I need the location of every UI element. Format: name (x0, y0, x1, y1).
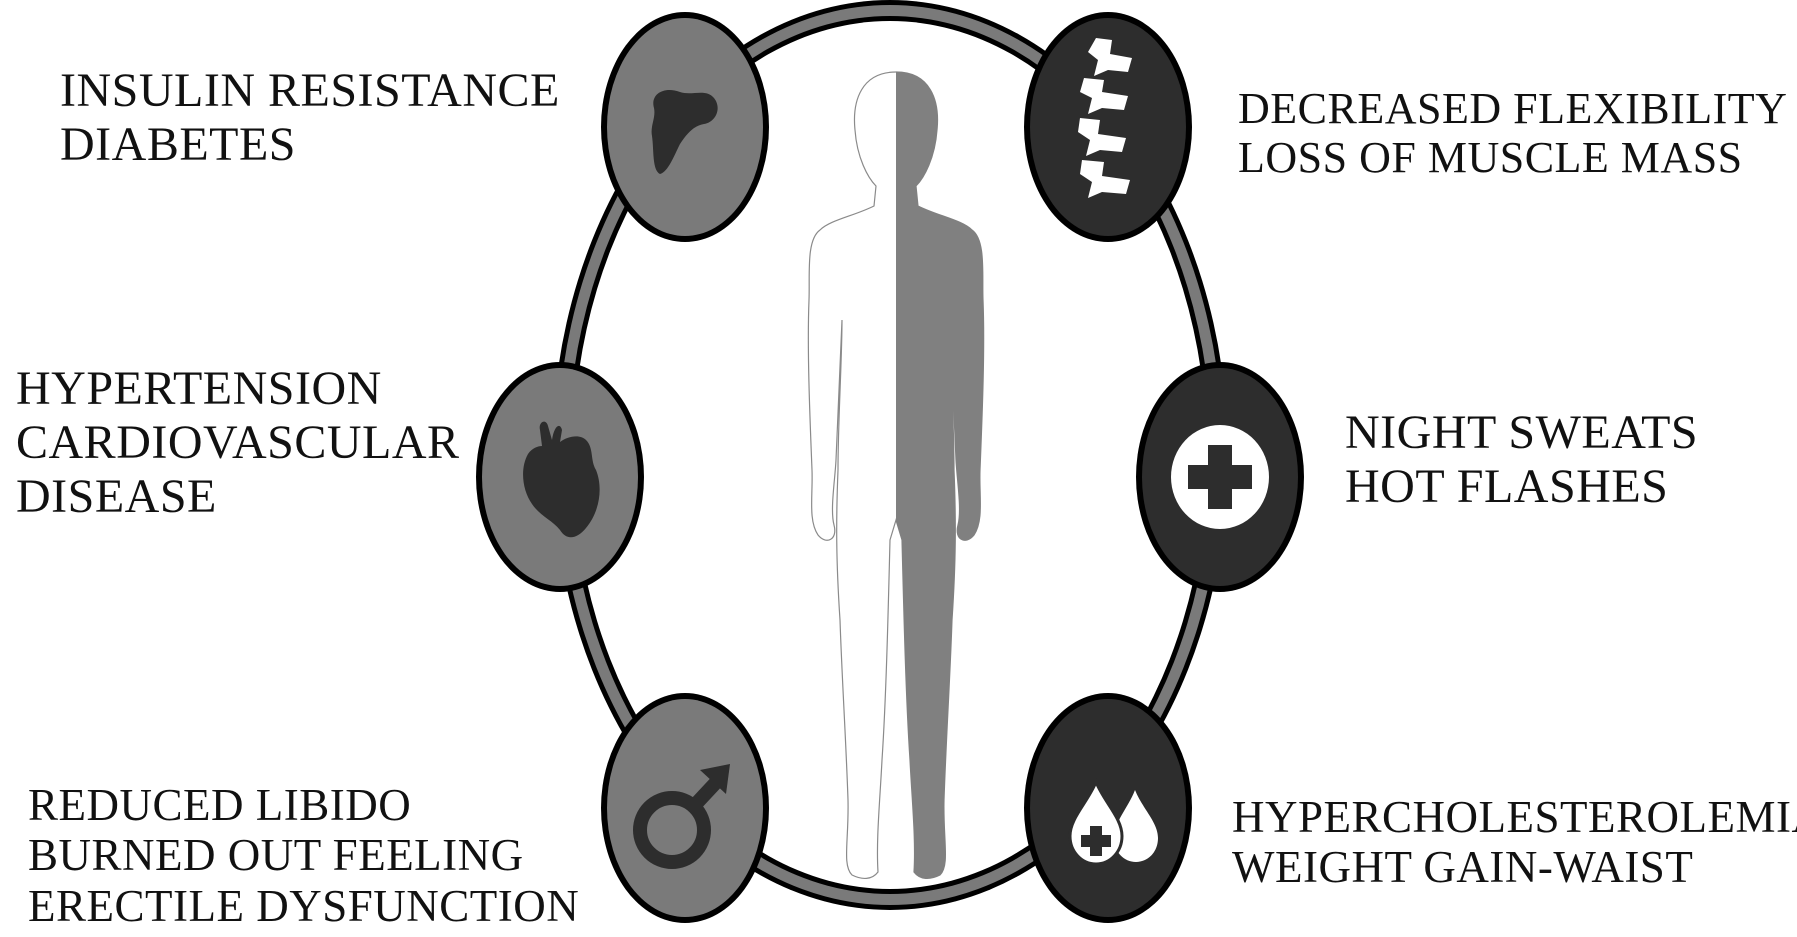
badge-bottom-right (1024, 693, 1192, 923)
label-top-left: INSULIN RESISTANCE DIABETES (60, 64, 560, 172)
label-line: DIABETES (60, 118, 560, 172)
badge-top-right (1024, 12, 1192, 242)
medical-cross-icon (1171, 425, 1269, 529)
label-line: NIGHT SWEATS (1345, 406, 1698, 460)
label-line: DECREASED FLEXIBILITY (1238, 84, 1787, 133)
label-mid-left: HYPERTENSION CARDIOVASCULAR DISEASE (16, 362, 460, 523)
label-line: BURNED OUT FEELING (28, 830, 579, 880)
label-line: DISEASE (16, 470, 460, 524)
label-line: HYPERTENSION (16, 362, 460, 416)
label-bottom-left: REDUCED LIBIDO BURNED OUT FEELING ERECTI… (28, 780, 579, 931)
badge-mid-right (1136, 362, 1304, 592)
label-line: ERECTILE DYSFUNCTION (28, 881, 579, 931)
label-top-right: DECREASED FLEXIBILITY LOSS OF MUSCLE MAS… (1238, 84, 1787, 183)
label-line: CARDIOVASCULAR (16, 416, 460, 470)
label-bottom-right: HYPERCHOLESTEROLEMIA WEIGHT GAIN-WAIST (1232, 792, 1797, 893)
badge-top-left (601, 12, 769, 242)
label-line: HYPERCHOLESTEROLEMIA (1232, 792, 1797, 842)
label-line: INSULIN RESISTANCE (60, 64, 560, 118)
label-line: HOT FLASHES (1345, 460, 1698, 514)
badge-bottom-left (601, 693, 769, 923)
badge-mid-left (476, 362, 644, 592)
label-line: WEIGHT GAIN-WAIST (1232, 842, 1797, 892)
label-line: LOSS OF MUSCLE MASS (1238, 133, 1787, 182)
label-mid-right: NIGHT SWEATS HOT FLASHES (1345, 406, 1698, 514)
label-line: REDUCED LIBIDO (28, 780, 579, 830)
